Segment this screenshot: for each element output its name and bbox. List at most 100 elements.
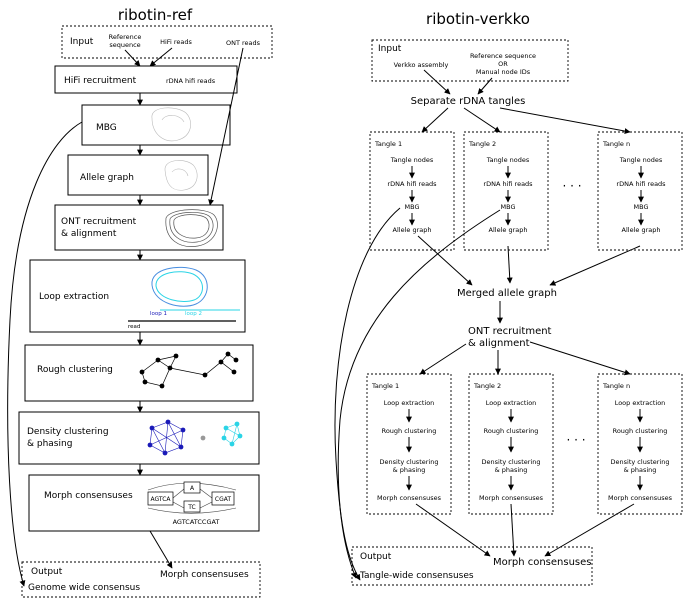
morph-node-cgat (211, 491, 235, 506)
right-ont-line1: ONT recruitment (468, 326, 552, 337)
loop-thumbnail (151, 266, 240, 311)
top-tangle-n-step-4: Allele graph (622, 226, 661, 234)
hifi-recruitment-box (54, 65, 238, 94)
right-input-ref-line1: Reference sequence (470, 52, 536, 60)
left-input-label: Input (70, 37, 94, 47)
rough-clustering-box (24, 344, 254, 402)
rough-clustering-label: Rough clustering (37, 365, 113, 375)
rough-cluster-nodes (139, 351, 239, 389)
bottom-tangle-n-step-4: & phasing (624, 466, 657, 474)
left-output-label: Output (31, 567, 63, 577)
bottom-tangle-1-step-1: Loop extraction (384, 399, 435, 407)
top-tangle-n-step-1: Tangle nodes (619, 156, 663, 164)
right-flow-arrows (334, 69, 644, 581)
top-tangle-2-step-4: Allele graph (489, 226, 528, 234)
bottom-tangle-1-step-2: Rough clustering (382, 427, 437, 435)
left-input-ont: ONT reads (226, 39, 261, 47)
right-output-box (351, 546, 593, 586)
top-tangle-1-step-4: Allele graph (393, 226, 432, 234)
separate-tangles-label: Separate rDNA tangles (411, 96, 526, 107)
bottom-tangle-2-step-4: & phasing (495, 466, 528, 474)
hifi-recruitment-sub: rDNA hifi reads (166, 77, 216, 85)
bottom-tangle-1-name: Tangle 1 (371, 382, 399, 390)
left-output-morph: Morph consensuses (160, 570, 249, 580)
bottom-tangle-2-step-3: Density clustering (482, 458, 541, 466)
top-tangle-2-step-3: MBG (501, 203, 516, 211)
density-clustering-line2: & phasing (27, 439, 72, 449)
bottom-tangle-1-step-3: Density clustering (380, 458, 439, 466)
right-input-ref-line2: OR (498, 60, 508, 68)
top-tangle-2-step-2: rDNA hifi reads (483, 180, 533, 188)
left-flow-arrows (7, 47, 244, 587)
morph-node-cgat-label: CGAT (215, 496, 231, 503)
bottom-ellipsis: · · · (566, 433, 585, 447)
bottom-tangle-1-step-5: Morph consensuses (377, 494, 442, 502)
top-tangle-n-name: Tangle n (602, 140, 630, 148)
top-tangle-n-step-3: MBG (634, 203, 649, 211)
ont-recruitment-line1: ONT recruitment (61, 217, 137, 227)
dense-cluster-2 (221, 421, 243, 447)
bottom-tangle-n-step-3: Density clustering (611, 458, 670, 466)
allele-graph-box (67, 154, 209, 196)
morph-node-agtca (147, 491, 174, 506)
noise-node (200, 435, 206, 441)
top-tangle-1-step-1: Tangle nodes (390, 156, 434, 164)
top-tangle-n-step-2: rDNA hifi reads (616, 180, 666, 188)
morph-node-a (183, 481, 201, 494)
left-output-genome: Genome wide consensus (28, 583, 140, 593)
top-ellipsis: · · · (562, 179, 581, 193)
loop-extraction-box (29, 259, 246, 333)
allele-graph-label: Allele graph (80, 173, 134, 183)
morph-node-tc-label: TC (187, 504, 196, 511)
top-tangle-n: Tangle n Tangle nodes rDNA hifi reads MB… (597, 131, 683, 251)
top-tangle-1-step-3: MBG (405, 203, 420, 211)
loop1-label: loop 1 (150, 311, 167, 317)
bottom-tangle-2-step-2: Rough clustering (484, 427, 539, 435)
morph-consensuses-label: Morph consensuses (44, 491, 133, 501)
top-tangle-2-name: Tangle 2 (468, 140, 496, 148)
right-input-box (371, 39, 569, 82)
left-input-ref-line2: sequence (109, 41, 140, 49)
right-input-label: Input (378, 44, 402, 54)
merged-allele-graph-label: Merged allele graph (457, 288, 557, 299)
dense-cluster-1 (147, 419, 186, 456)
bottom-tangle-1: Tangle 1 Loop extraction Rough clusterin… (366, 373, 452, 515)
left-title: ribotin-ref (118, 6, 193, 24)
bottom-tangle-n-step-2: Rough clustering (613, 427, 668, 435)
bottom-tangle-2-name: Tangle 2 (473, 382, 501, 390)
mbg-label: MBG (96, 123, 117, 133)
bottom-tangle-1-step-4: & phasing (393, 466, 426, 474)
right-ont-line2: & alignment (468, 338, 530, 349)
density-clustering-line1: Density clustering (27, 427, 109, 437)
loop2-label: loop 2 (185, 311, 202, 317)
left-input-hifi: HiFi reads (160, 38, 192, 46)
bottom-tangle-n-step-5: Morph consensuses (608, 494, 673, 502)
morph-node-agtca-label: AGTCA (150, 496, 171, 503)
allele-graph-thumbnail (164, 160, 198, 191)
morph-node-tc (183, 500, 201, 513)
mbg-graph-thumbnail (151, 107, 191, 142)
hifi-recruitment-label: HiFi recruitment (64, 76, 137, 86)
right-input-ref-line3: Manual node IDs (476, 68, 531, 76)
bottom-tangle-n-step-1: Loop extraction (615, 399, 666, 407)
left-input-ref-line1: Reference (109, 33, 142, 41)
mbg-box (81, 104, 231, 146)
ont-recruitment-box (54, 204, 224, 251)
loop-extraction-label: Loop extraction (39, 292, 109, 302)
bottom-tangle-2-step-1: Loop extraction (486, 399, 537, 407)
top-tangle-2-step-1: Tangle nodes (486, 156, 530, 164)
right-output-morph: Morph consensuses (493, 557, 592, 568)
right-title: ribotin-verkko (426, 10, 530, 28)
ont-recruitment-line2: & alignment (61, 229, 117, 239)
read-label: read (128, 324, 140, 330)
morph-node-a-label: A (190, 485, 195, 492)
top-tangle-1-step-2: rDNA hifi reads (387, 180, 437, 188)
right-output-tangle: Tangle-wide consensuses (359, 571, 474, 581)
bottom-tangle-2-step-5: Morph consensuses (479, 494, 544, 502)
bottom-tangle-n-name: Tangle n (602, 382, 630, 390)
morph-sequence: AGTCATCCGAT (173, 518, 220, 526)
top-tangle-2: Tangle 2 Tangle nodes rDNA hifi reads MB… (463, 131, 549, 251)
right-output-label: Output (360, 552, 392, 562)
right-input-assembly: Verkko assembly (394, 61, 449, 69)
